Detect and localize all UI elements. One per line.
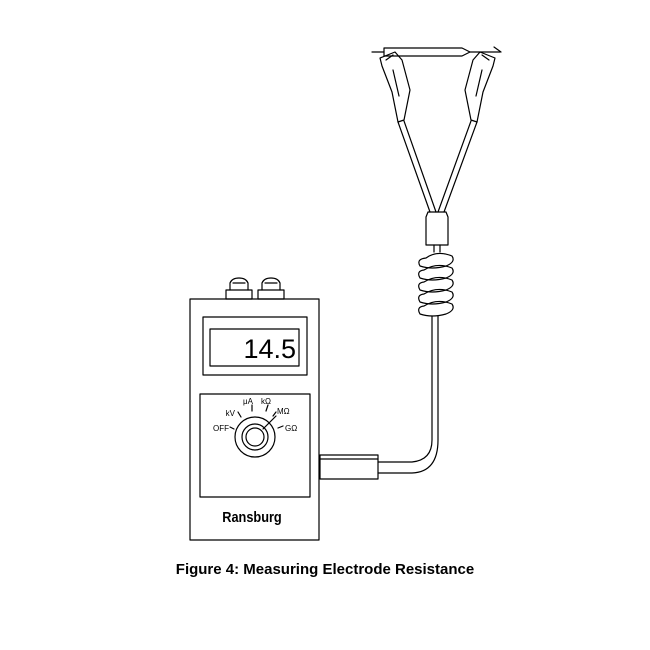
- junction-sleeve: [425, 211, 449, 246]
- probe-wires: [397, 120, 478, 213]
- dial-label-ua: μA: [243, 397, 254, 406]
- alligator-clip-right: [464, 51, 496, 123]
- coiled-cable: [418, 244, 454, 317]
- dial-panel: [199, 393, 311, 498]
- meter-body: [189, 298, 320, 541]
- figure-caption: Figure 4: Measuring Electrode Resistance: [175, 561, 475, 578]
- display-bezel: [202, 316, 308, 376]
- dial-label-kv: kV: [226, 409, 236, 418]
- brand-logo-text: Ransburg: [222, 508, 281, 525]
- display-reading: 14.5: [243, 334, 296, 364]
- range-selector-knob[interactable]: [234, 415, 277, 458]
- terminal-post-left: [225, 277, 253, 300]
- lead-connector-plug: [319, 454, 379, 480]
- dial-label-kohm: kΩ: [261, 397, 271, 406]
- dial-label-gohm: GΩ: [285, 424, 297, 433]
- probe-rod: [371, 46, 502, 57]
- test-lead-cable: [377, 315, 439, 474]
- alligator-clip-left: [379, 51, 411, 123]
- display-screen: [209, 328, 300, 367]
- terminal-post-right: [257, 277, 285, 300]
- dial-label-mohm: MΩ: [277, 407, 290, 416]
- dial-ticks: [229, 404, 284, 430]
- dial-label-off: OFF: [213, 424, 229, 433]
